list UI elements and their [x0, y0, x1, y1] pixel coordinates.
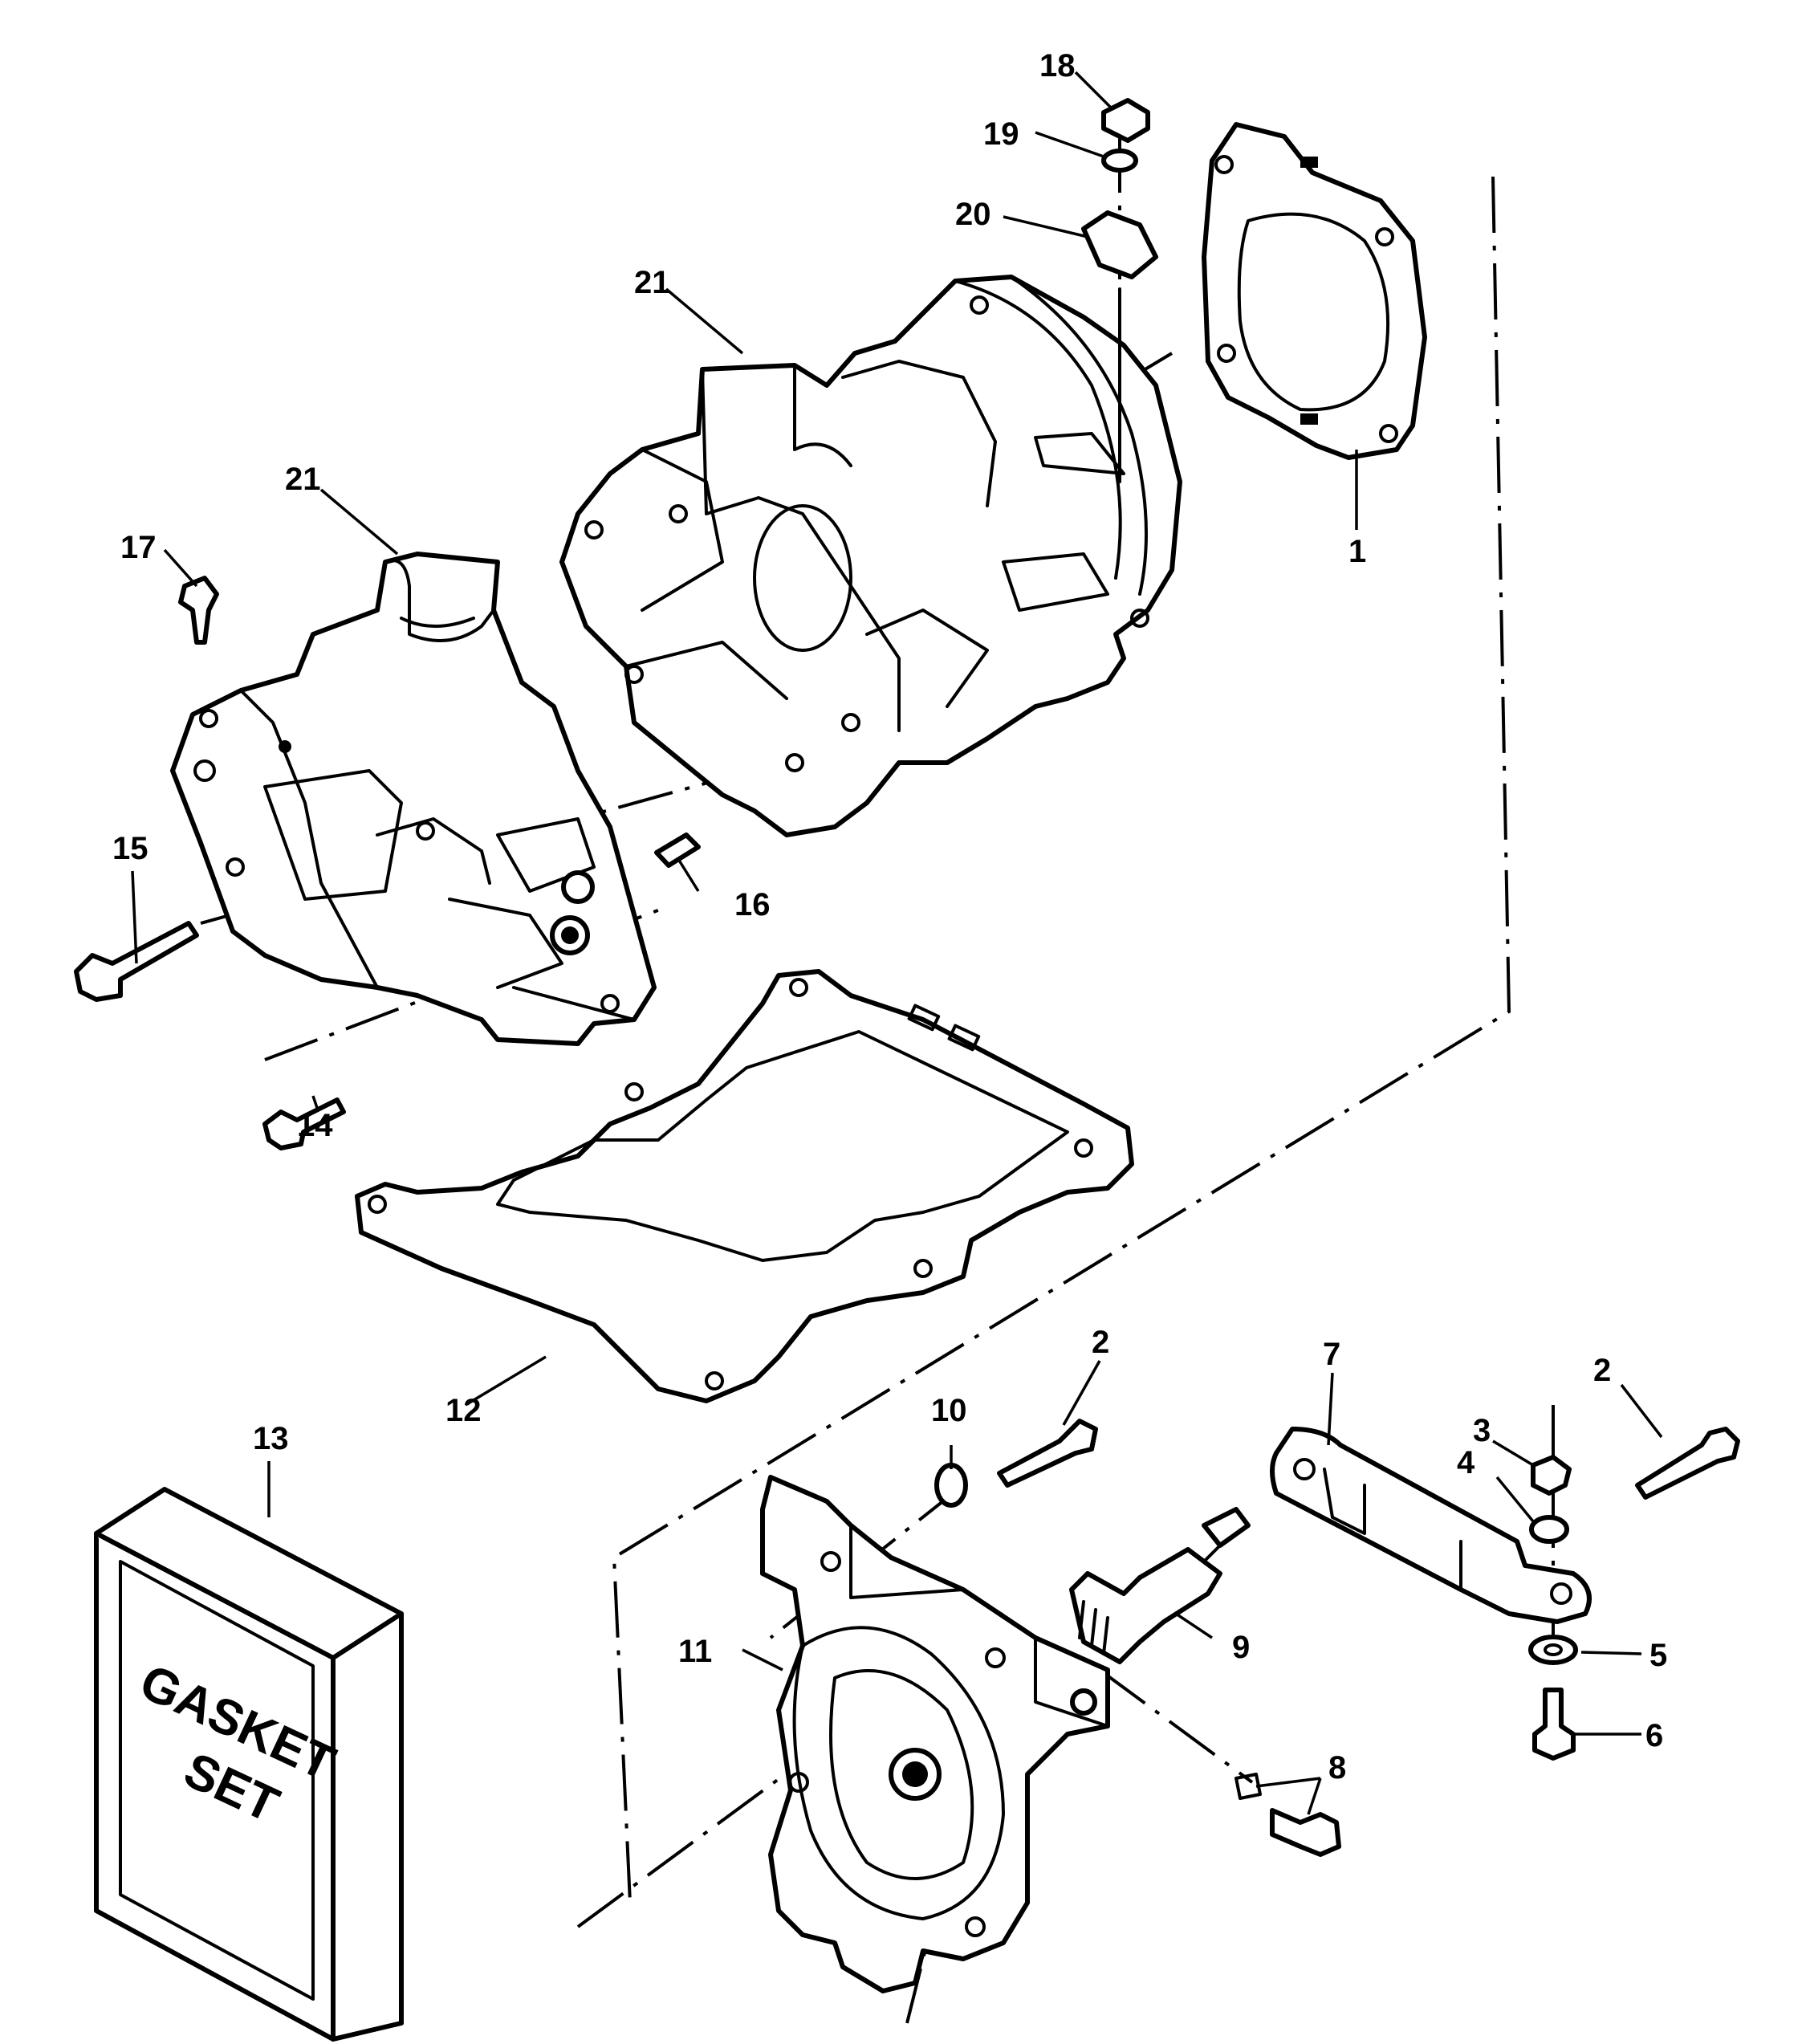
callout-labels: 1 2 2 3 4 5 6 7 8 9 10 11 12 13 14 15 16…	[112, 48, 1667, 1785]
part-10-washer	[934, 1463, 968, 1508]
callout-21-block: 21	[634, 265, 670, 300]
part-8-bolt	[1270, 1808, 1341, 1857]
callout-21-cover: 21	[285, 462, 321, 497]
callout-15: 15	[112, 831, 148, 866]
part-21-cylinder-block	[559, 275, 1182, 837]
part-13-gasket-set-box: GASKET SET	[94, 1487, 404, 2042]
part-12-base-gasket	[355, 969, 1134, 1403]
callout-6: 6	[1645, 1718, 1663, 1753]
callout-2-left: 2	[1092, 1325, 1109, 1360]
callout-9: 9	[1232, 1630, 1250, 1665]
part-8-lockwasher	[1235, 1773, 1262, 1800]
part-6-bolt	[1532, 1688, 1576, 1761]
callout-7: 7	[1323, 1337, 1340, 1372]
callout-13: 13	[253, 1421, 289, 1456]
callout-14: 14	[297, 1108, 333, 1143]
part-5-washer	[1528, 1635, 1578, 1665]
leader-lines	[131, 71, 1663, 1815]
part-9-temperature-sender	[1069, 1507, 1251, 1664]
callout-8: 8	[1328, 1750, 1346, 1785]
part-11-end-cover	[760, 1475, 1110, 1993]
part-3-nut	[1531, 1455, 1572, 1496]
part-17-bolt	[178, 576, 219, 645]
callout-11: 11	[678, 1634, 712, 1669]
part-2-bolt-right	[1635, 1427, 1740, 1500]
callout-12: 12	[445, 1393, 482, 1428]
callout-4: 4	[1457, 1445, 1475, 1480]
callout-10: 10	[931, 1393, 967, 1428]
part-19-washer	[1101, 149, 1138, 173]
callout-17: 17	[120, 530, 157, 565]
part-4-lockwasher	[1529, 1515, 1569, 1544]
part-14-bolt	[262, 1097, 346, 1150]
part-20-clamp	[1081, 210, 1158, 279]
callout-19: 19	[983, 116, 1019, 152]
part-16-dowel	[654, 833, 701, 868]
part-18-nut	[1101, 98, 1150, 143]
part-1-head-gasket	[1202, 122, 1427, 460]
callout-20: 20	[955, 197, 991, 232]
callout-3: 3	[1473, 1413, 1491, 1448]
part-21-crankcase-cover	[170, 552, 657, 1046]
callout-16: 16	[734, 887, 771, 922]
callout-5: 5	[1649, 1638, 1667, 1673]
part-2-bolt-left	[997, 1419, 1098, 1488]
callout-1: 1	[1348, 534, 1366, 569]
callout-18: 18	[1039, 48, 1076, 83]
part-7-bracket	[1270, 1427, 1592, 1624]
callout-2-right: 2	[1593, 1353, 1611, 1388]
